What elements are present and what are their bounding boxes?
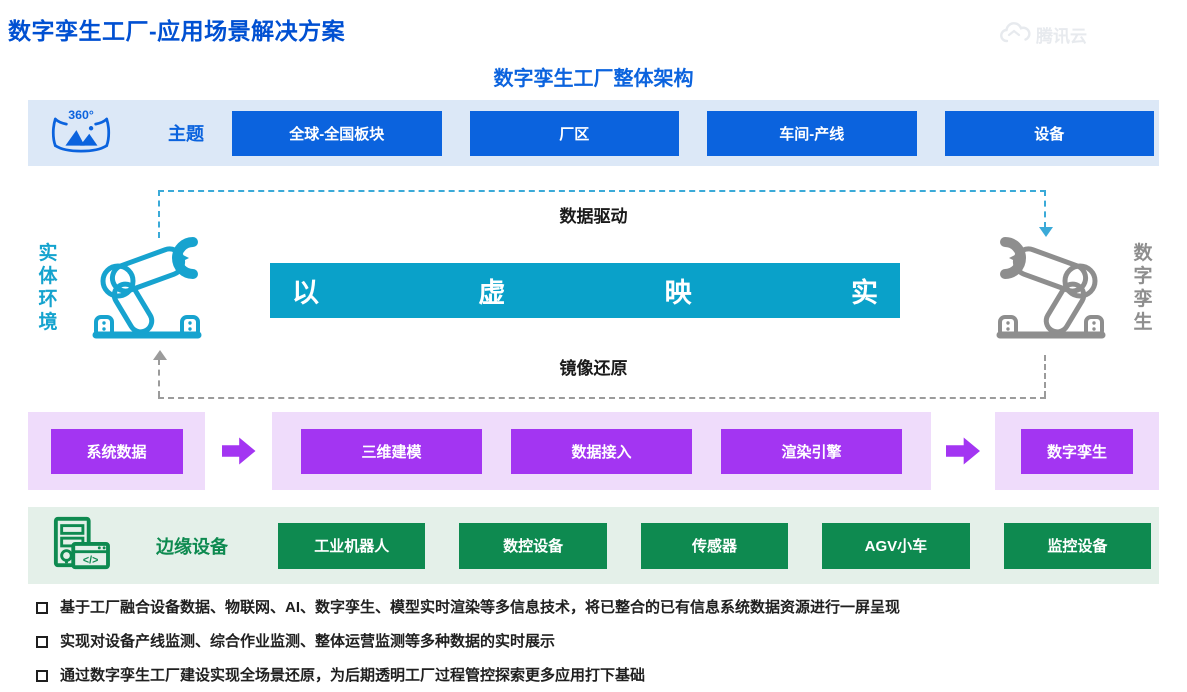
data-drive-flow-line-left bbox=[158, 190, 160, 238]
architecture-heading: 数字孪生工厂整体架构 bbox=[493, 68, 694, 90]
digital-twin-side-label: 数字孪生 bbox=[1133, 243, 1153, 333]
mirror-restore-flow-line-right bbox=[1044, 355, 1046, 397]
data-drive-label: 数据驱动 bbox=[559, 207, 628, 226]
note-text: 基于工厂融合设备数据、物联网、AI、数字孪生、模型实时渲染等多信息技术，将已整合… bbox=[60, 599, 901, 616]
svg-text:360°: 360° bbox=[68, 108, 94, 122]
cloud-icon bbox=[997, 20, 1031, 49]
notes-list: 基于工厂融合设备数据、物联网、AI、数字孪生、模型实时渲染等多信息技术，将已整合… bbox=[36, 598, 1166, 692]
note-text: 实现对设备产线监测、综合作业监测、整体运营监测等多种数据的实时展示 bbox=[60, 633, 556, 650]
arrow-up-icon bbox=[153, 350, 167, 360]
tencent-cloud-logo: 腾讯云 bbox=[997, 20, 1087, 49]
theme-bar: 360° 主题 全球-全国板块 厂区 车间-产线 设备 bbox=[28, 100, 1159, 166]
system-data-box: 系统数据 bbox=[28, 412, 205, 490]
cnc-equipment-button[interactable]: 数控设备 bbox=[459, 522, 607, 569]
logo-text: 腾讯云 bbox=[1036, 27, 1087, 46]
page-title: 数字孪生工厂-应用场景解决方案 bbox=[8, 18, 346, 44]
edge-device-buttons: 工业机器人 数控设备 传感器 AGV小车 监控设备 bbox=[278, 522, 1152, 569]
robot-arm-icon bbox=[986, 230, 1116, 352]
pipeline-row: 系统数据 三维建模 数据接入 渲染引擎 数字孪生 bbox=[28, 412, 1159, 490]
mirror-restore-flow-line-left bbox=[158, 359, 160, 397]
arrow-down-icon bbox=[1039, 227, 1053, 237]
digital-twin-box: 数字孪生 bbox=[995, 412, 1159, 490]
theme-buttons: 全球-全国板块 厂区 车间-产线 设备 bbox=[232, 110, 1154, 156]
monitor-equipment-button[interactable]: 监控设备 bbox=[1003, 522, 1152, 569]
mirror-restore-flow-line bbox=[158, 397, 1046, 399]
data-access-button[interactable]: 数据接入 bbox=[511, 428, 692, 474]
arrow-right-icon bbox=[946, 437, 980, 465]
list-item: 基于工厂融合设备数据、物联网、AI、数字孪生、模型实时渲染等多信息技术，将已整合… bbox=[36, 598, 1166, 618]
pipeline-arrow-slot bbox=[205, 435, 272, 467]
banner-char: 实 bbox=[850, 278, 878, 308]
pipeline-arrow-slot bbox=[931, 435, 995, 467]
edge-computer-icon: </> bbox=[48, 515, 112, 576]
theme-button-equipment[interactable]: 设备 bbox=[944, 110, 1154, 156]
virtual-maps-real-banner: 以 虚 映 实 bbox=[270, 263, 900, 318]
agv-button[interactable]: AGV小车 bbox=[822, 522, 970, 569]
square-bullet-icon bbox=[36, 670, 48, 682]
square-bullet-icon bbox=[36, 636, 48, 648]
banner-char: 映 bbox=[664, 278, 692, 308]
physical-environment-label: 实体环境 bbox=[38, 243, 58, 333]
digital-twin-button[interactable]: 数字孪生 bbox=[1021, 428, 1133, 474]
data-drive-flow-line bbox=[158, 190, 1046, 192]
industrial-robot-button[interactable]: 工业机器人 bbox=[278, 522, 426, 569]
system-data-button[interactable]: 系统数据 bbox=[50, 428, 183, 474]
edge-devices-label: 边缘设备 bbox=[156, 536, 228, 557]
square-bullet-icon bbox=[36, 602, 48, 614]
theme-button-global[interactable]: 全球-全国板块 bbox=[232, 110, 442, 156]
note-text: 通过数字孪生工厂建设实现全场景还原，为后期透明工厂过程管控探索更多应用打下基础 bbox=[60, 667, 646, 684]
data-drive-flow-line-right bbox=[1044, 190, 1046, 228]
theme-label: 主题 bbox=[168, 124, 204, 144]
banner-char: 以 bbox=[292, 278, 319, 308]
banner-char: 虚 bbox=[478, 278, 506, 308]
arrow-right-icon bbox=[221, 437, 256, 465]
edge-devices-row: </> 边缘设备 工业机器人 数控设备 传感器 AGV小车 监控设备 bbox=[28, 507, 1159, 584]
robot-arm-icon bbox=[82, 230, 212, 352]
theme-button-workshop-line[interactable]: 车间-产线 bbox=[707, 110, 917, 156]
modeling-button[interactable]: 三维建模 bbox=[301, 428, 482, 474]
sensor-button[interactable]: 传感器 bbox=[640, 522, 789, 569]
render-engine-button[interactable]: 渲染引擎 bbox=[721, 428, 902, 474]
list-item: 实现对设备产线监测、综合作业监测、整体运营监测等多种数据的实时展示 bbox=[36, 632, 1166, 652]
svg-text:</>: </> bbox=[83, 554, 98, 566]
theme-button-factory[interactable]: 厂区 bbox=[469, 110, 679, 156]
panorama-360-icon: 360° bbox=[48, 107, 114, 160]
mirror-restore-label: 镜像还原 bbox=[559, 359, 628, 378]
mapping-stage: 数据驱动 镜像还原 实体环境 数字孪生 bbox=[0, 166, 1187, 412]
pipeline-stages-box: 三维建模 数据接入 渲染引擎 bbox=[272, 412, 931, 490]
list-item: 通过数字孪生工厂建设实现全场景还原，为后期透明工厂过程管控探索更多应用打下基础 bbox=[36, 666, 1166, 686]
